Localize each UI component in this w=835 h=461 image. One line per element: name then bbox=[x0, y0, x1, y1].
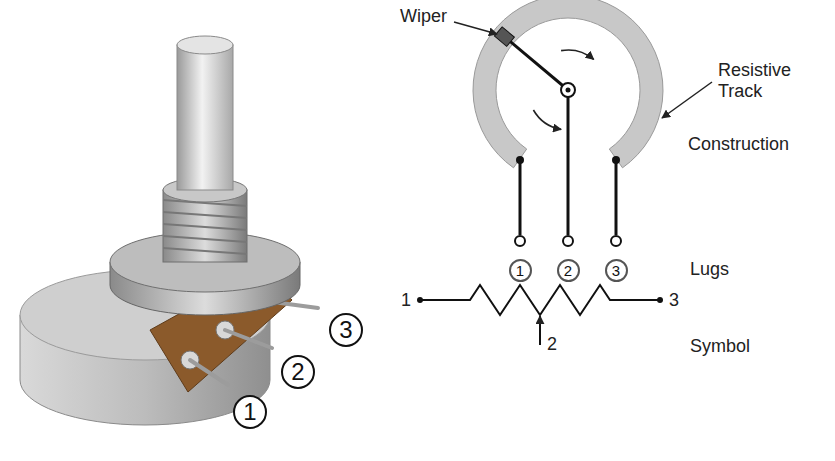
shaft-end bbox=[177, 36, 233, 54]
lug-lead bbox=[567, 90, 570, 235]
pin bbox=[225, 330, 272, 348]
part-label: Resistive Track bbox=[718, 60, 808, 101]
lug-eye bbox=[563, 236, 573, 246]
view-label: Symbol bbox=[690, 336, 750, 357]
view-label: Construction bbox=[688, 134, 789, 155]
pivot-center bbox=[566, 88, 571, 93]
rotation-arrow bbox=[533, 110, 561, 129]
wiper-arm bbox=[504, 37, 568, 90]
terminal-number: 3 bbox=[669, 290, 679, 311]
resistor-zigzag bbox=[420, 285, 660, 315]
terminal-number: 1 bbox=[401, 290, 411, 311]
part-label: Wiper bbox=[400, 6, 447, 27]
callout-number: 1 bbox=[233, 395, 267, 429]
potentiometer-photo bbox=[20, 36, 318, 425]
wiper-contact bbox=[494, 27, 514, 46]
track-contact bbox=[612, 156, 620, 164]
callout-number: 2 bbox=[281, 355, 315, 389]
view-label: Lugs bbox=[690, 259, 729, 280]
thread-lines bbox=[163, 200, 247, 254]
track-contact bbox=[516, 156, 524, 164]
node-text: 1 bbox=[243, 400, 256, 424]
shaft bbox=[177, 45, 233, 190]
leader-line bbox=[662, 82, 712, 118]
pin bbox=[190, 360, 228, 385]
wiper-arrow bbox=[539, 316, 541, 345]
lug-lead bbox=[519, 160, 522, 235]
lug-number: 3 bbox=[605, 259, 628, 282]
rotation-arrow bbox=[561, 50, 594, 59]
terminal-number: 2 bbox=[547, 334, 557, 355]
pivot bbox=[561, 83, 575, 97]
node-text: 1 bbox=[516, 263, 524, 278]
node-text: 3 bbox=[339, 318, 352, 342]
lug-number: 2 bbox=[557, 259, 580, 282]
resistor-symbol bbox=[417, 285, 663, 345]
lug-lead bbox=[615, 160, 618, 235]
lug-eye bbox=[611, 236, 621, 246]
lug-number: 1 bbox=[509, 259, 532, 282]
node-text: 2 bbox=[291, 360, 304, 384]
callout-number: 3 bbox=[329, 313, 363, 347]
lug-eye bbox=[515, 236, 525, 246]
node-text: 2 bbox=[564, 263, 572, 278]
leader-line bbox=[454, 22, 497, 34]
node-text: 3 bbox=[612, 263, 620, 278]
construction-drawing bbox=[454, 0, 712, 246]
